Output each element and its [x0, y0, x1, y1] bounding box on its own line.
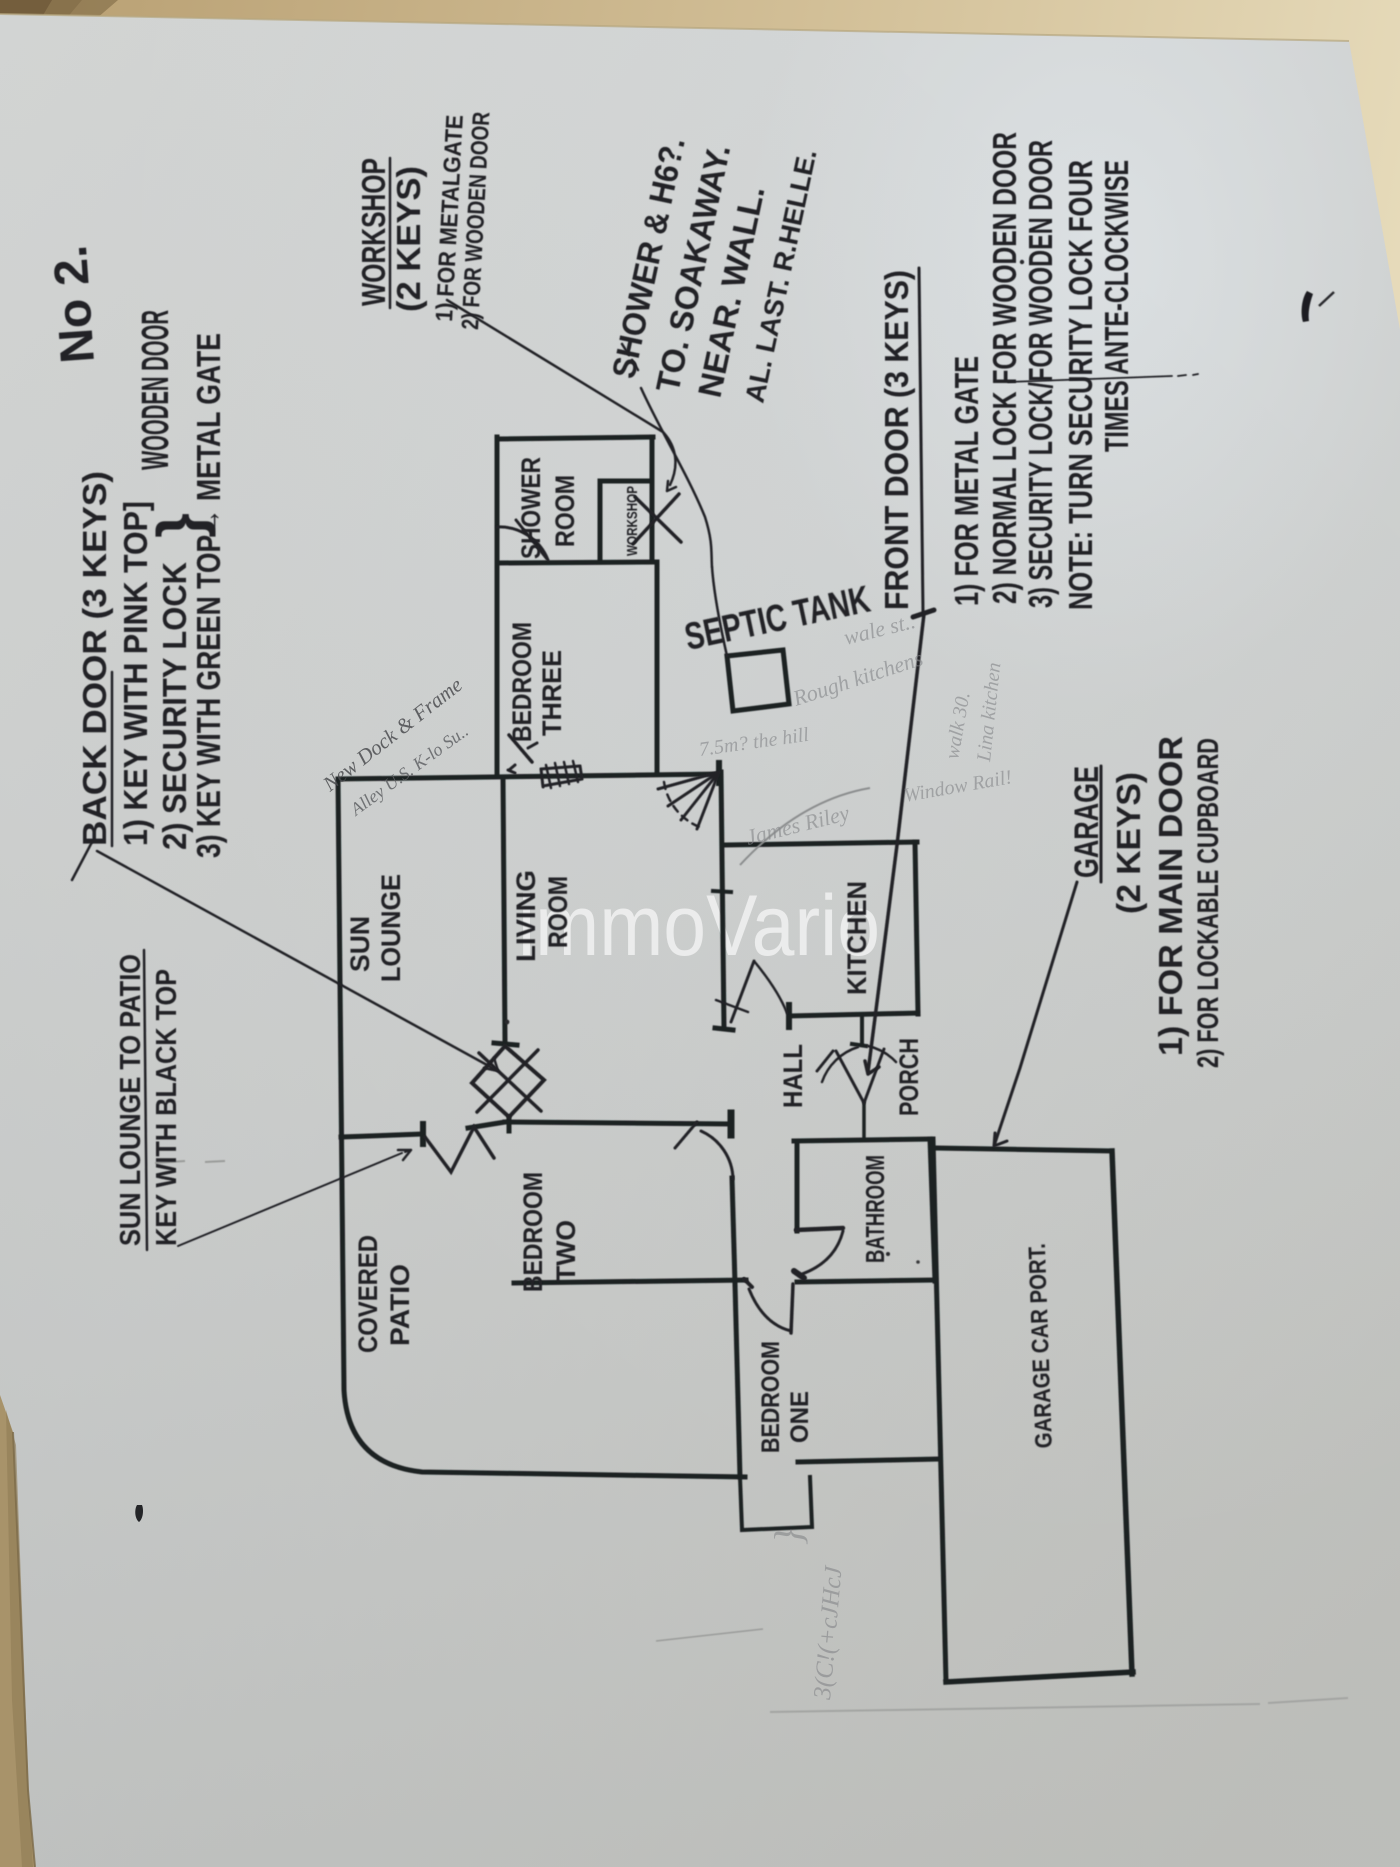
svg-text:LOUNGE: LOUNGE — [376, 874, 406, 982]
svg-text:KITCHEN: KITCHEN — [842, 881, 872, 995]
svg-text:THREE: THREE — [537, 650, 567, 736]
svg-text:SUN: SUN — [345, 916, 375, 972]
svg-text:(2 KEYS): (2 KEYS) — [1110, 772, 1147, 914]
svg-text:1) FOR MAIN DOOR: 1) FOR MAIN DOOR — [1152, 736, 1189, 1056]
svg-text:TIMES ANTE-CLOCKWISE: TIMES ANTE-CLOCKWISE — [1098, 160, 1135, 452]
svg-text:WOODEN DOOR: WOODEN DOOR — [135, 310, 177, 470]
svg-text:}: } — [766, 1529, 811, 1545]
svg-text:2) SECURITY LOCK: 2) SECURITY LOCK — [156, 562, 193, 850]
svg-text:BEDROOM: BEDROOM — [757, 1341, 785, 1453]
svg-text:ROOM: ROOM — [550, 475, 580, 547]
svg-text:LIVING: LIVING — [511, 870, 541, 962]
svg-text:NOTE: TURN SECURITY LOCK FOUR: NOTE: TURN SECURITY LOCK FOUR — [1062, 160, 1099, 610]
svg-text:FRONT DOOR (3 KEYS): FRONT DOOR (3 KEYS) — [878, 270, 915, 610]
svg-text:PORCH: PORCH — [894, 1038, 924, 1116]
svg-text:KEY WITH BLACK TOP: KEY WITH BLACK TOP — [151, 969, 183, 1246]
svg-text:ONE: ONE — [786, 1391, 814, 1443]
svg-text:1) FOR METAL GATE: 1) FOR METAL GATE — [948, 356, 985, 606]
svg-text:TWO: TWO — [551, 1220, 581, 1282]
svg-text:1) KEY WITH PINK TOP]: 1) KEY WITH PINK TOP] — [117, 501, 154, 846]
svg-text:immoVario: immoVario — [518, 878, 880, 974]
svg-text:WORKSHOP: WORKSHOP — [355, 158, 392, 306]
svg-text:2) NORMAL LOCK FOR WOODEN DOOR: 2) NORMAL LOCK FOR WOODEN DOOR — [986, 132, 1023, 604]
svg-text:BEDROOM: BEDROOM — [507, 622, 537, 742]
svg-text:}: } — [144, 513, 216, 538]
svg-text:GARAGE: GARAGE — [1068, 766, 1106, 878]
svg-text:2) FOR LOCKABLE CUPBOARD: 2) FOR LOCKABLE CUPBOARD — [1192, 738, 1225, 1068]
svg-text:COVERED: COVERED — [353, 1235, 383, 1353]
svg-text:No 2.: No 2. — [44, 244, 105, 365]
svg-text:(2 KEYS): (2 KEYS) — [390, 166, 427, 312]
svg-text:HALL: HALL — [778, 1044, 808, 1108]
svg-text:SUN LOUNGE TO PATIO: SUN LOUNGE TO PATIO — [115, 954, 147, 1246]
svg-text:SHOWER: SHOWER — [516, 457, 546, 559]
svg-text:PATIO: PATIO — [385, 1264, 415, 1346]
svg-text:3) KEY WITH GREEN TOP→ METAL G: 3) KEY WITH GREEN TOP→ METAL GATE — [190, 333, 227, 858]
svg-text:ROOM: ROOM — [543, 876, 573, 948]
svg-text:BACK DOOR (3 KEYS): BACK DOOR (3 KEYS) — [76, 471, 113, 846]
svg-text:BEDROOM: BEDROOM — [518, 1172, 548, 1292]
svg-text:WORKSHOP: WORKSHOP — [624, 486, 641, 556]
svg-text:BATHROOM: BATHROOM — [860, 1155, 890, 1263]
svg-text:3) SECURITY LOCK/FOR WOODEN DO: 3) SECURITY LOCK/FOR WOODEN DOOR — [1022, 140, 1059, 608]
